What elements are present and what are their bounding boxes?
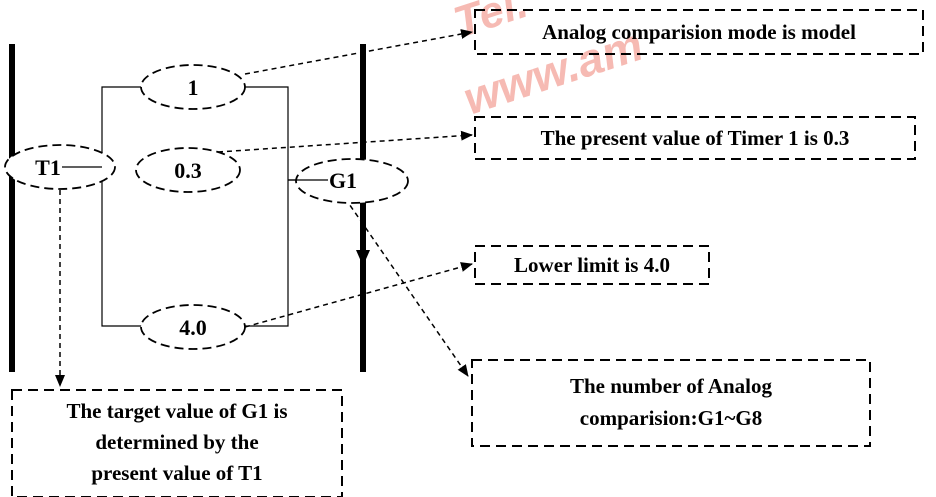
leader-present-value [217,130,473,153]
mode-value-ellipse [140,64,246,110]
source-label-ellipse [4,144,116,190]
number-annotation-box [471,359,871,447]
target-value-annotation-box [11,389,343,497]
source-timer-label: T1 [35,155,61,180]
mode-annotation-box [474,9,924,55]
target-label-ellipse [295,158,409,204]
mode-value-label: 1 [188,75,199,100]
watermark-line-1: Tel. [448,0,534,48]
leader-number [344,197,469,377]
leader-mode [244,29,473,75]
lower-limit-value-label: 4.0 [179,315,207,340]
lower-limit-annotation-box [474,245,710,285]
block-wiring [60,86,318,327]
timer-value-label: 0.3 [174,158,202,183]
timer-value-ellipse [135,147,241,193]
right-rail-arrowhead [356,250,370,266]
lower-limit-annotation-text: Lower limit is 4.0 [514,253,670,277]
target-g-label: G1 [329,168,357,193]
mode-annotation-text: Analog comparision mode is model [542,20,856,44]
lower-limit-ellipse [140,304,246,350]
leader-lines [55,29,473,387]
target-value-annotation-line-2: determined by the [95,430,258,454]
target-value-annotation-line-3: present value of T1 [91,461,262,485]
leader-lower-limit [244,262,473,328]
number-annotation-line-2: comparision:G1~G8 [580,406,762,430]
number-annotation-line-1: The number of Analog [570,374,773,398]
present-value-annotation-text: The present value of Timer 1 is 0.3 [541,126,850,150]
watermark: Tel. www.am [448,0,649,125]
target-value-annotation-line-1: The target value of G1 is [66,399,287,423]
